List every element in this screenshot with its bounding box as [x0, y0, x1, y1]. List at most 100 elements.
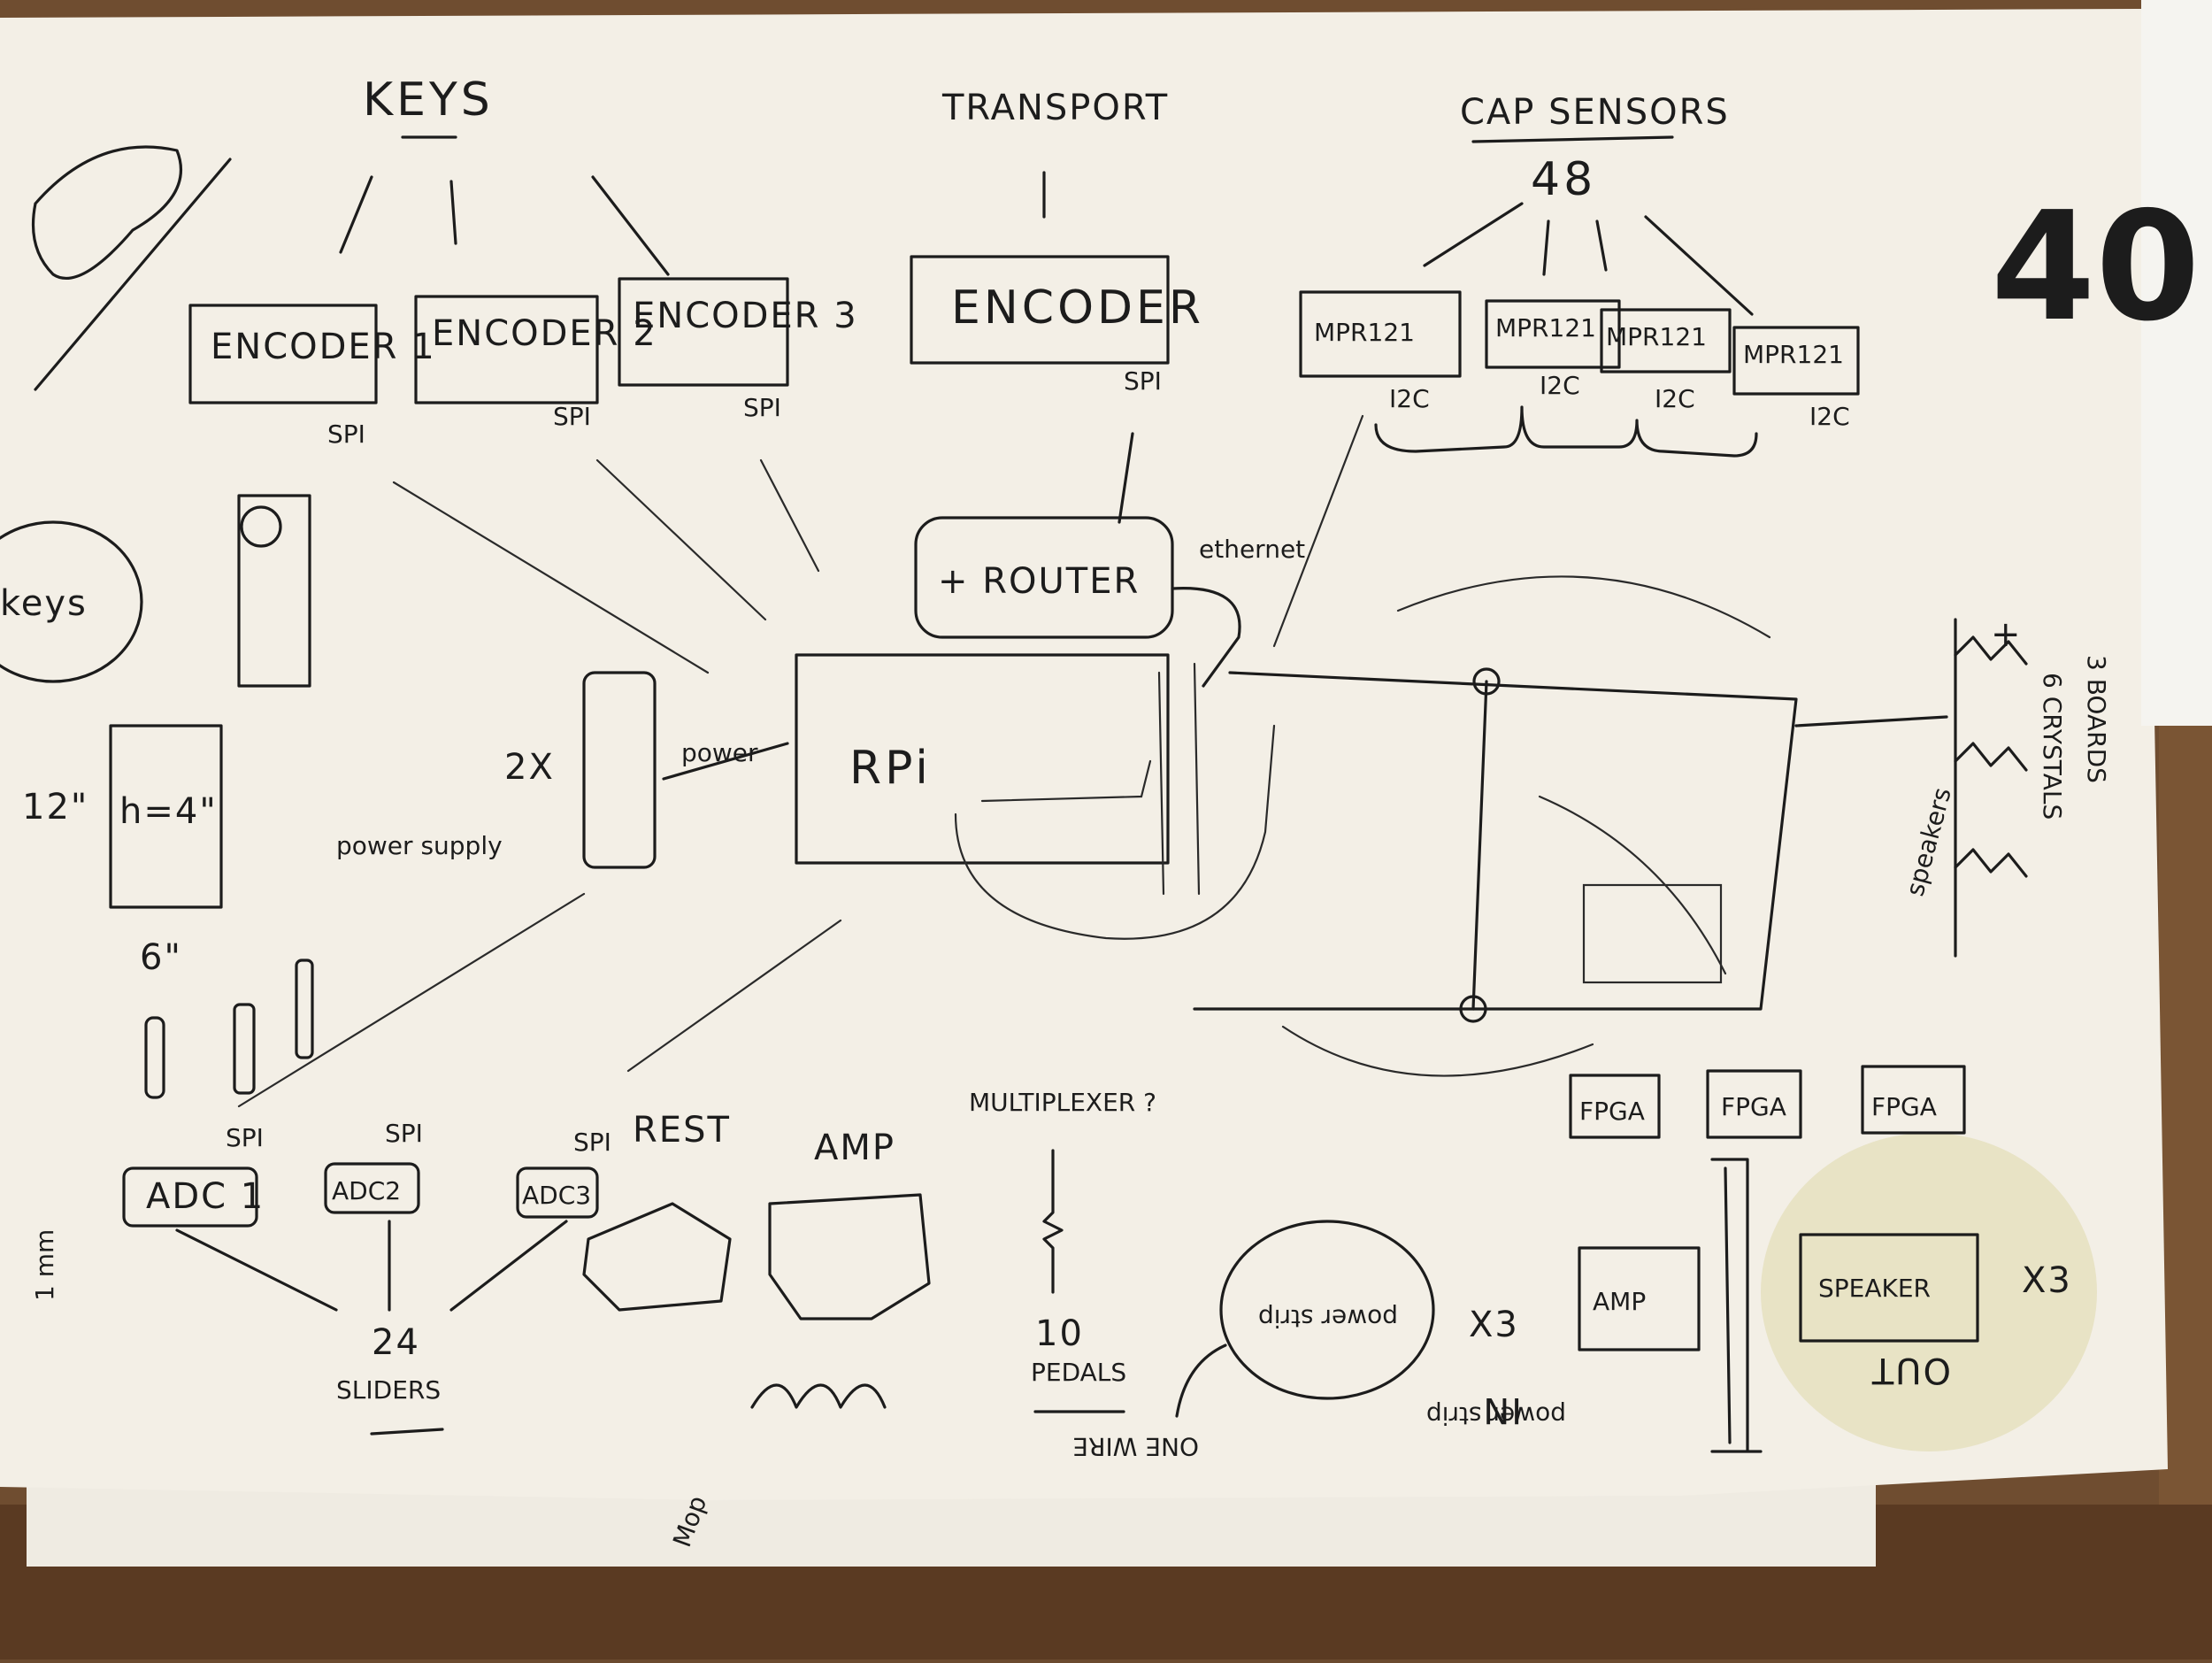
rpi-loop — [954, 724, 1276, 940]
keys-header: KEYS — [363, 73, 494, 127]
crystal-zigzag — [1954, 635, 2028, 878]
paper-sheet — [0, 9, 2168, 1500]
mux-label: MULTIPLEXER ? — [969, 1088, 1156, 1117]
speaker-x3: X3 — [2022, 1260, 2072, 1301]
encoder-1-label: ENCODER 1 — [211, 327, 436, 367]
fpga-3-box — [1861, 1065, 1966, 1135]
sliders-label: SLIDERS — [336, 1375, 441, 1405]
encoder-1-box — [188, 304, 378, 404]
adc-2-label: ADC2 — [332, 1176, 401, 1205]
transport-to-router — [1118, 432, 1134, 524]
stain — [1761, 1133, 2097, 1451]
encoder-3-spi: SPI — [743, 393, 781, 422]
transport-encoder-box — [910, 255, 1170, 365]
rack-pole — [1471, 680, 1488, 1011]
adc-1-label: ADC 1 — [146, 1176, 265, 1217]
sliders-count: 24 — [372, 1322, 420, 1363]
speaker-label: SPEAKER — [1818, 1274, 1931, 1303]
transport-spi: SPI — [1124, 366, 1162, 396]
one-mm-label: 1 mm — [30, 1229, 59, 1301]
fpga-2-label: FPGA — [1721, 1092, 1786, 1121]
rpi-box — [795, 653, 1170, 865]
power-two-x: 2X — [504, 747, 555, 788]
i2c-brace — [1374, 405, 1758, 458]
fpga-2-box — [1706, 1069, 1802, 1139]
adc-1-box — [122, 1166, 258, 1228]
table-right — [2159, 708, 2212, 1505]
power-strip-rev-label: power strip — [1426, 1401, 1566, 1430]
mpr121-4-box — [1732, 326, 1860, 396]
power-strip-arrow — [1175, 1343, 1227, 1418]
encoder-2-box — [414, 295, 599, 404]
enclosure-box — [109, 724, 223, 909]
mpr121-3-i2c: I2C — [1655, 384, 1695, 413]
amp-x3: X3 — [1469, 1305, 1519, 1345]
adc-3-box — [516, 1166, 599, 1219]
doodle — [32, 145, 232, 391]
ethernet-cable — [1171, 587, 1241, 688]
adc-3-label: ADC3 — [522, 1181, 591, 1210]
dim-6: 6" — [140, 937, 182, 978]
boards-label: 3 BOARDS — [2082, 655, 2111, 783]
mpr121-1-box — [1299, 290, 1462, 378]
rpi-label: RPi — [849, 742, 932, 795]
rack-bolt-bottom — [1459, 995, 1487, 1023]
power-strip-label: power strip — [1258, 1304, 1398, 1333]
rest-label: REST — [633, 1110, 731, 1151]
one-wire-label: ONE WIRE — [1072, 1432, 1199, 1461]
crystal-mount — [1794, 618, 1957, 958]
speaker-box — [1799, 1233, 1979, 1343]
power-supply-label: power supply — [336, 831, 503, 860]
power-arrow-label: power — [681, 738, 758, 767]
rpi-wires — [980, 662, 1201, 896]
mpr121-3-box — [1600, 308, 1732, 373]
pedals-label: PEDALS — [1031, 1358, 1126, 1387]
amp-outlet — [768, 1193, 931, 1320]
encoder-3-box — [618, 277, 789, 387]
outlet-rest — [582, 1202, 732, 1312]
encoder-2-spi: SPI — [553, 402, 591, 431]
rack-panel — [1582, 883, 1723, 984]
in-label: IN — [1481, 1390, 1522, 1430]
crystals-label: 6 CRYSTALS — [2038, 673, 2067, 820]
transport-encoder-label: ENCODER — [951, 281, 1204, 335]
adc-lines — [237, 892, 842, 1108]
mpr121-1-label: MPR121 — [1314, 318, 1415, 347]
keys-oval — [0, 520, 143, 683]
out-label: OUT — [1870, 1350, 1951, 1390]
stamp-40: 40 — [1991, 180, 2200, 355]
rack-bolt-top — [1472, 667, 1501, 696]
encoder-3-label: ENCODER 3 — [633, 296, 858, 336]
adc-2-spi: SPI — [385, 1119, 423, 1148]
cap-count: 48 — [1531, 153, 1596, 206]
adc-1-spi: SPI — [226, 1123, 264, 1152]
mpr121-2-label: MPR121 — [1495, 313, 1596, 343]
plus-sign: + — [1991, 614, 2023, 655]
mpr121-4-label: MPR121 — [1743, 340, 1844, 369]
adc-3-spi: SPI — [573, 1128, 611, 1157]
cap-sensors-header: CAP SENSORS — [1460, 92, 1730, 133]
paper-corner — [2141, 0, 2212, 726]
amp-small-box — [1578, 1246, 1701, 1351]
dim-h4: h=4" — [119, 791, 218, 832]
transport-header: TRANSPORT — [941, 88, 1169, 128]
slider-fan — [175, 1220, 568, 1312]
power-strip-oval — [1219, 1220, 1435, 1400]
speaker-bracket — [1710, 1158, 1763, 1453]
slider-fader — [237, 494, 311, 688]
mpr121-2-i2c: I2C — [1540, 371, 1580, 400]
cord-squiggle — [750, 1383, 887, 1409]
fpga-3-label: FPGA — [1871, 1092, 1937, 1121]
mpr121-4-i2c: I2C — [1809, 402, 1850, 431]
router-box — [914, 516, 1174, 639]
fpga-1-box — [1569, 1074, 1661, 1139]
power-supply-box — [582, 671, 657, 869]
rack-arcs — [1281, 575, 1771, 1077]
router-label: + ROUTER — [938, 561, 1140, 602]
keys-oval-label: keys — [0, 583, 88, 624]
pedals-count: 10 — [1035, 1313, 1084, 1354]
mux-resistor — [1042, 1149, 1064, 1294]
adc-2-box — [324, 1162, 420, 1214]
